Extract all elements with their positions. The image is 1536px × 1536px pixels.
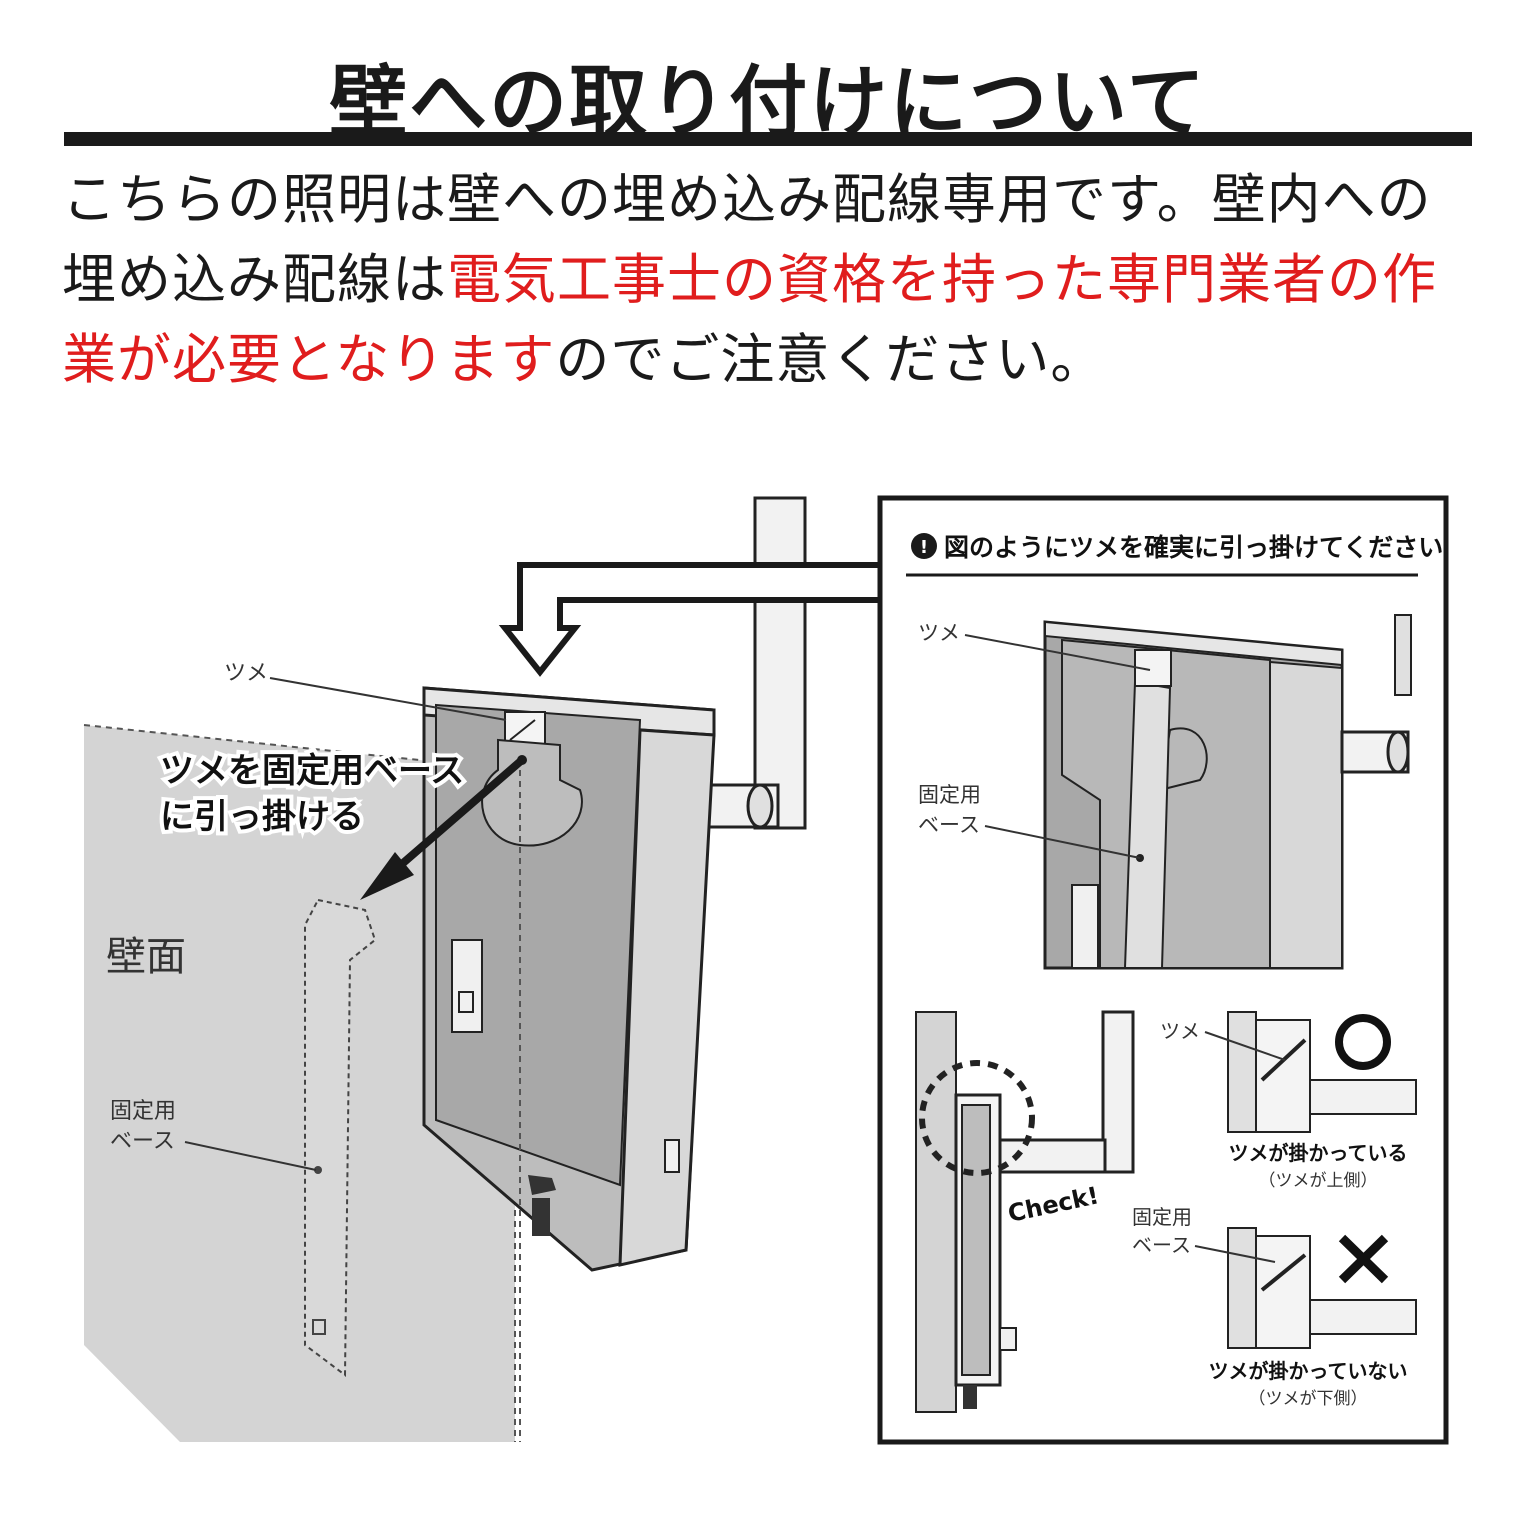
fixing-base-outline — [304, 898, 377, 1377]
main-tsume-label: ツメ — [224, 661, 268, 686]
ok-detail — [1227, 1011, 1417, 1133]
callout-line1: ツメを固定用ベース — [160, 751, 464, 791]
ok-caption: ツメが掛かっている — [1229, 1141, 1408, 1165]
inset-side-view — [915, 1010, 1135, 1413]
ng-base-label-2: ベース — [1132, 1233, 1191, 1257]
ok-tsume-label: ツメ — [1160, 1019, 1200, 1043]
mounting-box — [422, 686, 716, 1272]
check-circle — [919, 1060, 1035, 1176]
inset-base-label-2: ベース — [918, 813, 980, 837]
inset-base-label-1: 固定用 — [918, 783, 981, 807]
warning-icon — [911, 533, 937, 559]
ng-detail — [1227, 1227, 1417, 1349]
wall-label: 壁面 — [106, 934, 186, 980]
main-base-label-1: 固定用 — [110, 1099, 176, 1124]
ng-caption: ツメが掛かっていない — [1209, 1359, 1408, 1383]
wall-surface — [84, 725, 515, 1442]
title-underline — [64, 132, 1472, 146]
intro-warning-red: 電気工事士の資格を持った専門業者の作業が必要となります — [62, 248, 1437, 391]
hook-arrow — [360, 756, 525, 900]
inset-box-closeup — [1043, 614, 1412, 970]
ng-subcaption: （ツメが下側） — [1249, 1389, 1368, 1409]
direction-arrow — [498, 562, 885, 677]
intro-text: こちらの照明は壁への埋め込み配線専用です。壁内への埋め込み配線は電気工事士の資格… — [62, 160, 1482, 400]
lamp-arm — [706, 496, 807, 830]
ok-subcaption: （ツメが上側） — [1259, 1171, 1378, 1191]
callout-line2: に引っ掛ける — [160, 797, 364, 837]
ok-symbol — [1335, 1014, 1391, 1070]
intro-part1: こちらの照明は壁への埋め込み配線専用です。壁内への埋め込み配線は — [62, 168, 1432, 311]
main-base-label-2: ベース — [110, 1129, 175, 1154]
inset-tsume-label: ツメ — [918, 621, 960, 645]
svg-text:!: ! — [920, 537, 928, 558]
inset-header: 図のようにツメを確実に引っ掛けてください — [944, 533, 1443, 562]
ng-base-label-1: 固定用 — [1132, 1205, 1192, 1229]
intro-part3: のでご注意ください。 — [555, 328, 1106, 391]
